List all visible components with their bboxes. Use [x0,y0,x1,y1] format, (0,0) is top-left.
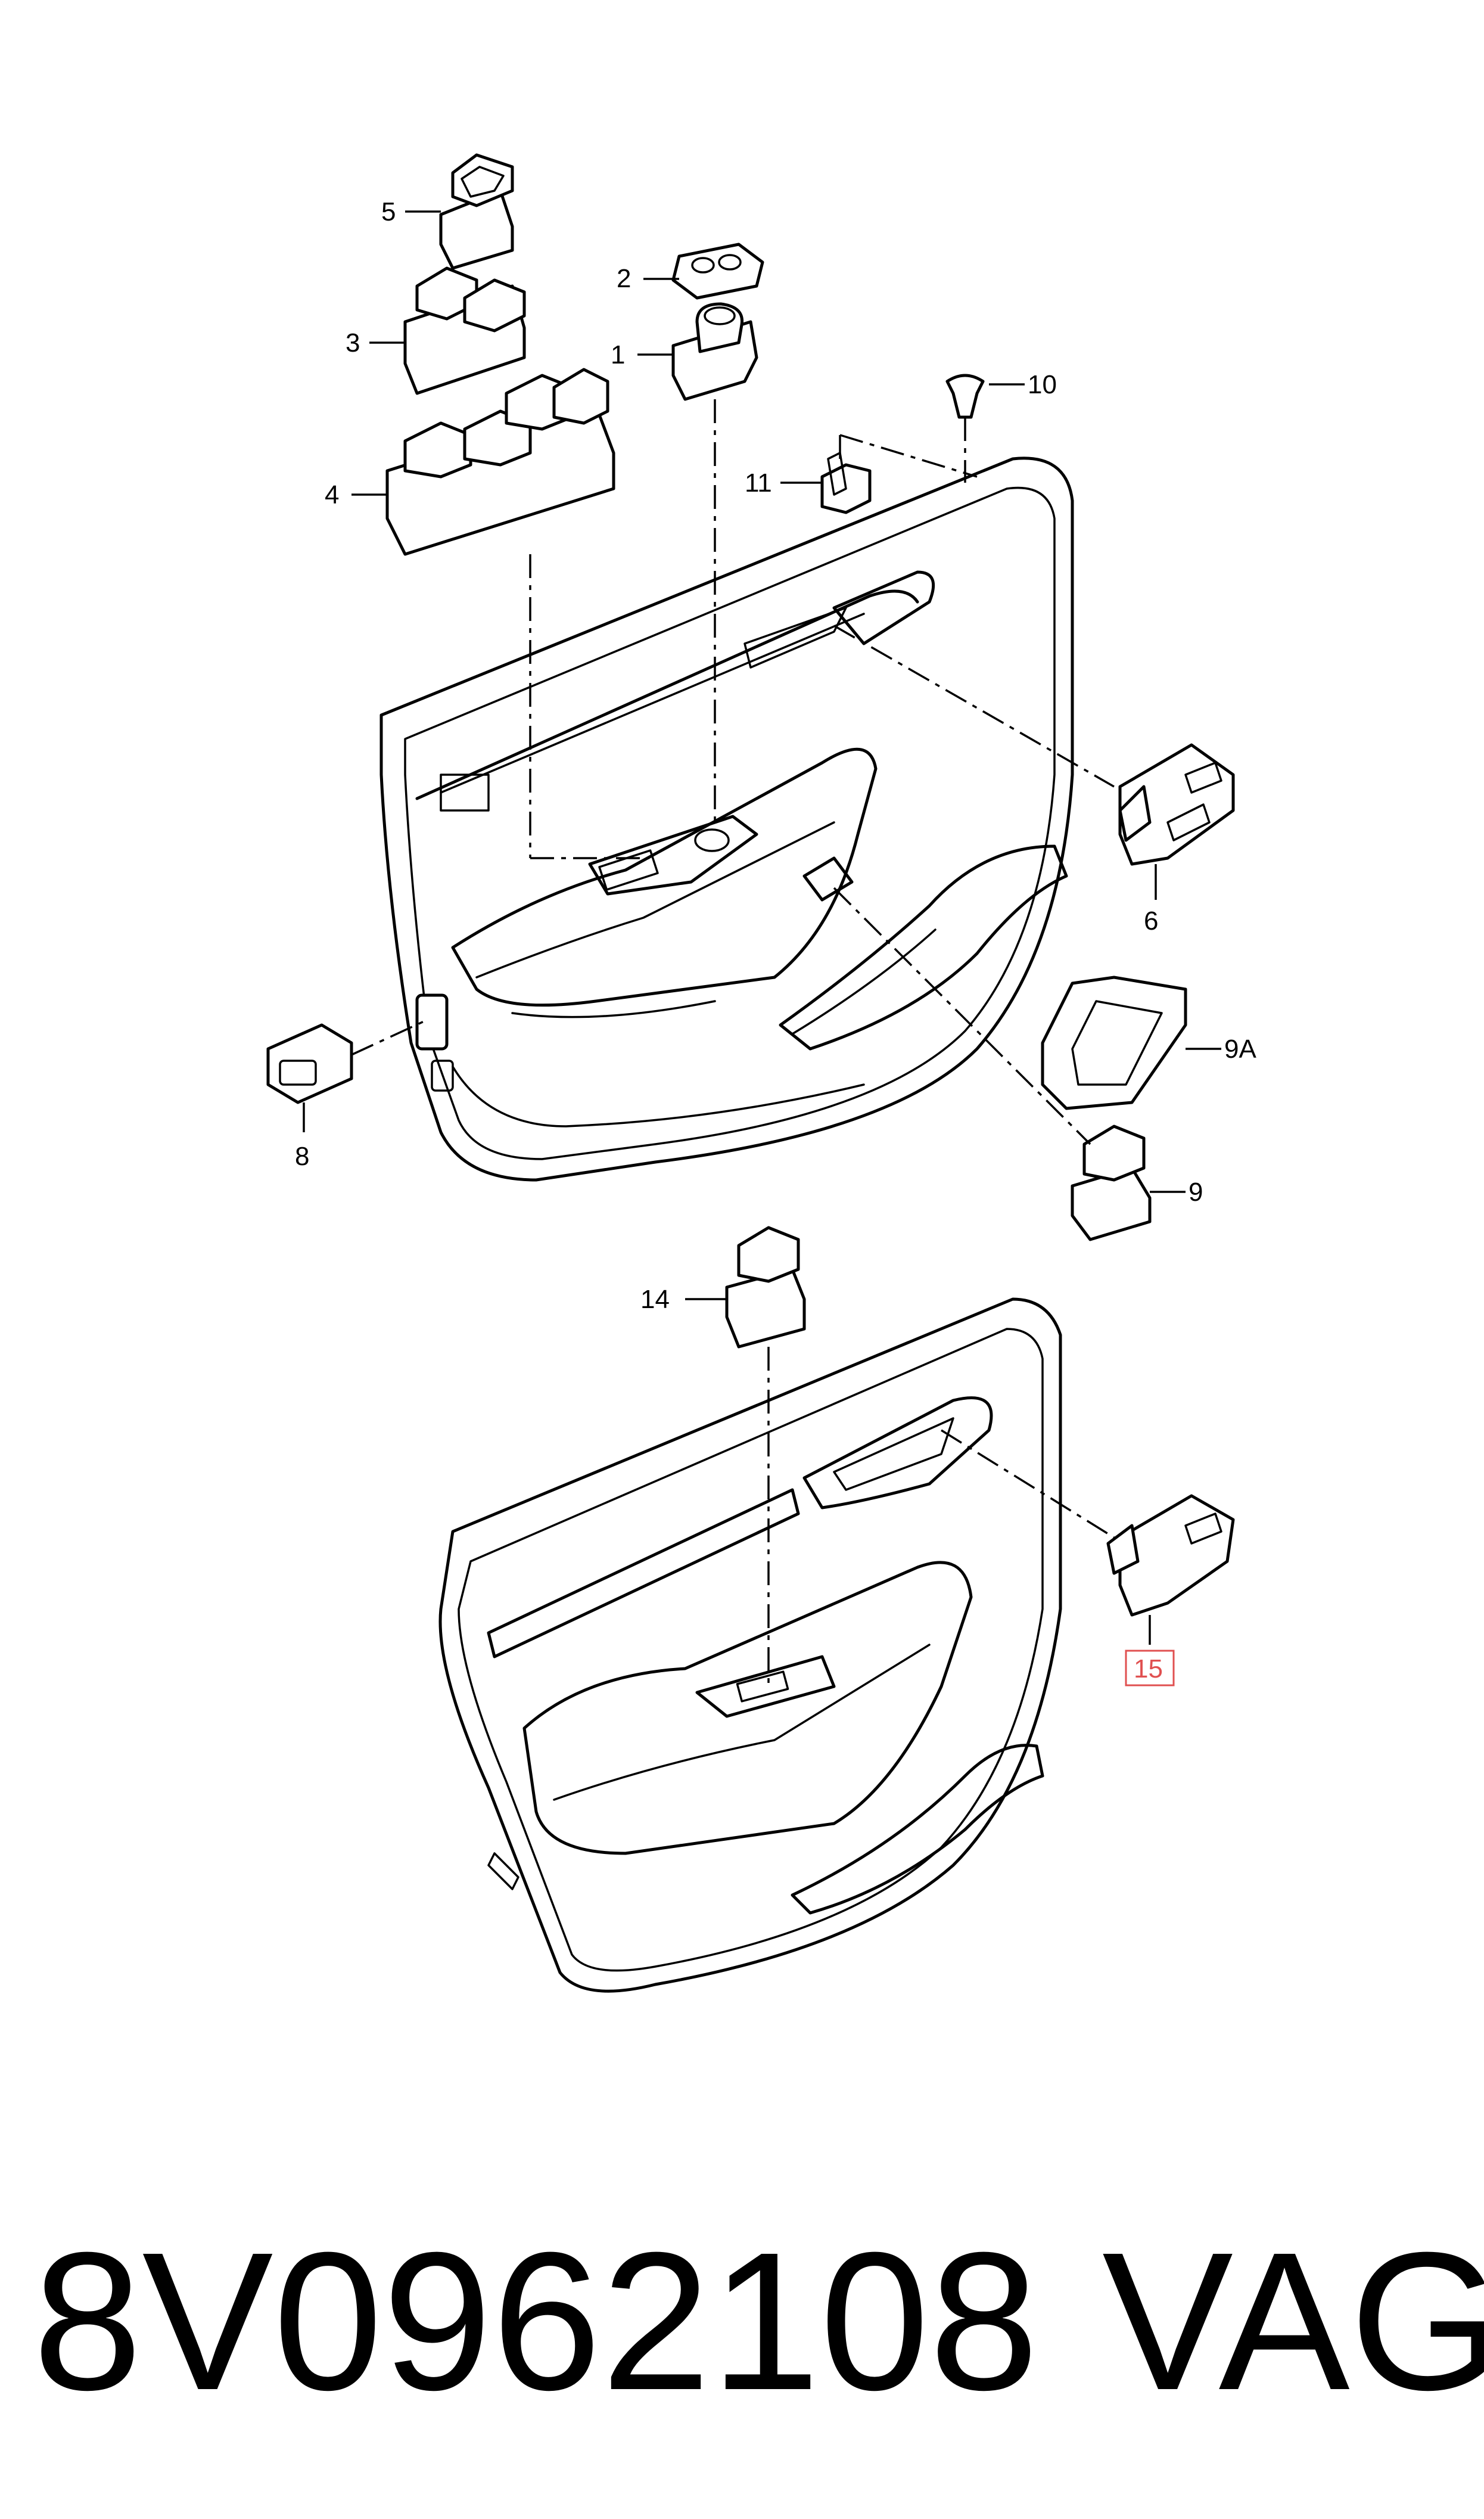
label-2: 2 [617,264,631,293]
part-14-window-switch[interactable] [685,1226,806,1349]
label-5: 5 [381,197,396,226]
part-9-window-switch[interactable] [1071,1125,1186,1241]
part-3-window-switch-double[interactable] [369,266,526,395]
part-9a-switch-bezel[interactable] [1041,976,1221,1110]
part-11-bracket[interactable] [780,452,872,514]
part-10-clip[interactable] [945,374,1025,419]
label-10: 10 [1028,370,1057,399]
part-6-switch-panel[interactable] [1118,743,1235,900]
brand-text: VAG [1102,2211,1484,2431]
label-14: 14 [640,1285,670,1314]
part-8-switch[interactable] [266,1023,353,1132]
label-1: 1 [611,340,625,369]
label-9a: 9A [1224,1035,1256,1064]
part-15-switch-panel[interactable] [1106,1494,1235,1645]
label-9: 9 [1189,1178,1203,1207]
callout-labels: 5 2 3 1 10 4 11 6 9A 8 9 14 15 [295,197,1256,1686]
label-4: 4 [325,480,339,510]
label-8: 8 [295,1142,309,1171]
part-2-mirror-switch-trim[interactable] [643,243,764,300]
part-5-window-switch[interactable] [405,153,514,270]
label-15: 15 [1134,1654,1163,1684]
part-1-mirror-adjust-switch[interactable] [637,302,758,401]
assembly-lines [351,399,1115,1686]
rear-door-trim-panel [438,1297,1062,1993]
front-door-trim-panel [379,456,1074,1182]
part-4-window-switch-quad[interactable] [351,368,615,556]
label-3: 3 [346,328,360,358]
highlight-box-15 [1125,1650,1175,1686]
part-number-text: 8V0962108 [33,2211,1039,2431]
label-11: 11 [745,468,772,498]
label-6: 6 [1144,906,1158,936]
